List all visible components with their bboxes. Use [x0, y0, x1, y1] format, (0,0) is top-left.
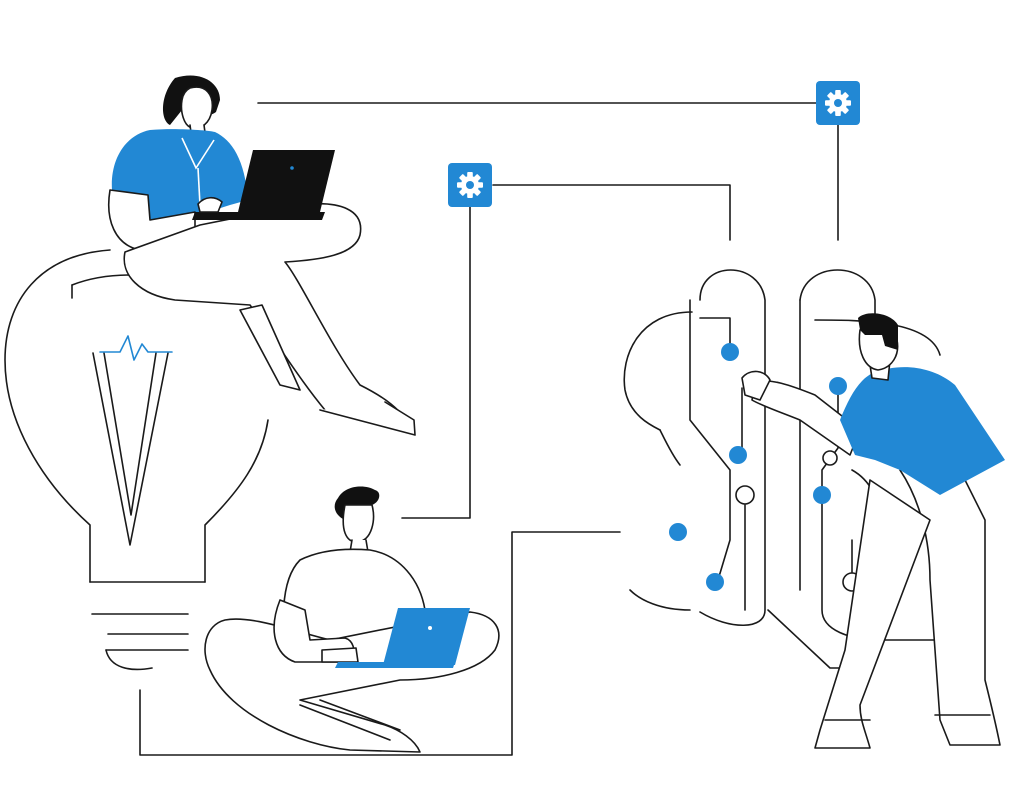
- man-pointing: [741, 313, 1005, 749]
- man-with-laptop: [204, 486, 500, 753]
- connector-lines: [139, 102, 839, 756]
- gear-icon: [816, 81, 860, 125]
- gear-icon: [448, 163, 492, 207]
- light-bulb: [4, 249, 269, 671]
- woman-with-laptop: [108, 75, 416, 436]
